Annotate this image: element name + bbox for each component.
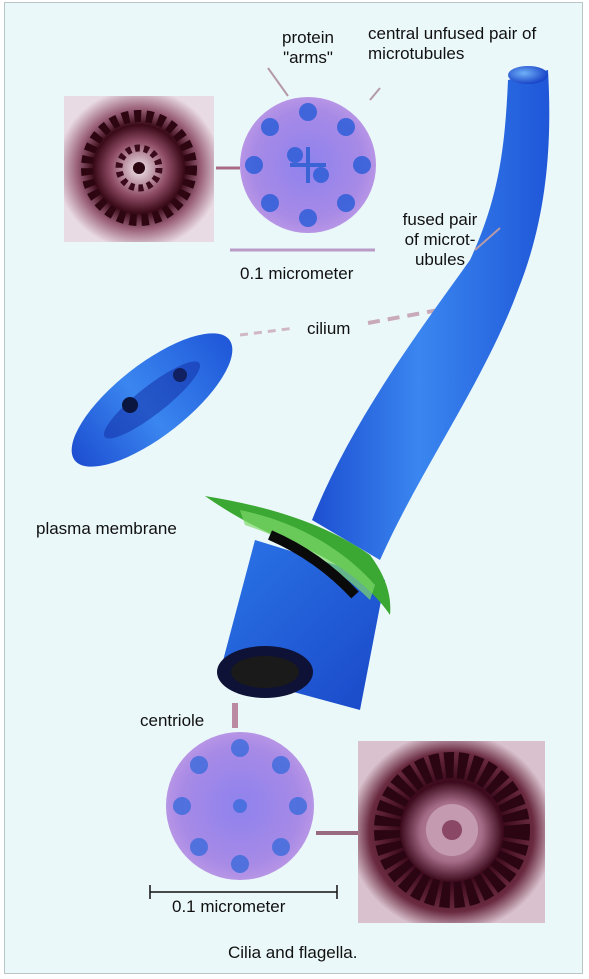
label-fused-pair-line1: fused pair [392,210,488,230]
label-fused-pair-line3: ubules [392,250,488,270]
label-cilium: cilium [307,319,350,339]
label-scale-bottom: 0.1 micrometer [172,897,285,917]
bottom-micrograph [358,741,545,923]
top-micrograph [64,96,214,242]
label-protein-arms-line2: "arms" [268,48,348,68]
label-scale-top: 0.1 micrometer [240,264,353,284]
top-cross-section [216,68,380,250]
label-central-unfused-pair: central unfused pair of microtubules [368,24,536,64]
label-central-unfused-line1: central unfused pair of [368,24,536,44]
label-plasma-membrane: plasma membrane [36,519,177,539]
figure-caption: Cilia and flagella. [228,943,357,963]
label-protein-arms: protein "arms" [268,28,348,68]
label-centriole: centriole [140,711,204,731]
label-protein-arms-line1: protein [268,28,348,48]
label-fused-pair: fused pair of microt- ubules [392,210,488,270]
label-central-unfused-line2: microtubules [368,44,536,64]
label-fused-pair-line2: of microt- [392,230,488,250]
bottom-cross-section [166,732,360,880]
